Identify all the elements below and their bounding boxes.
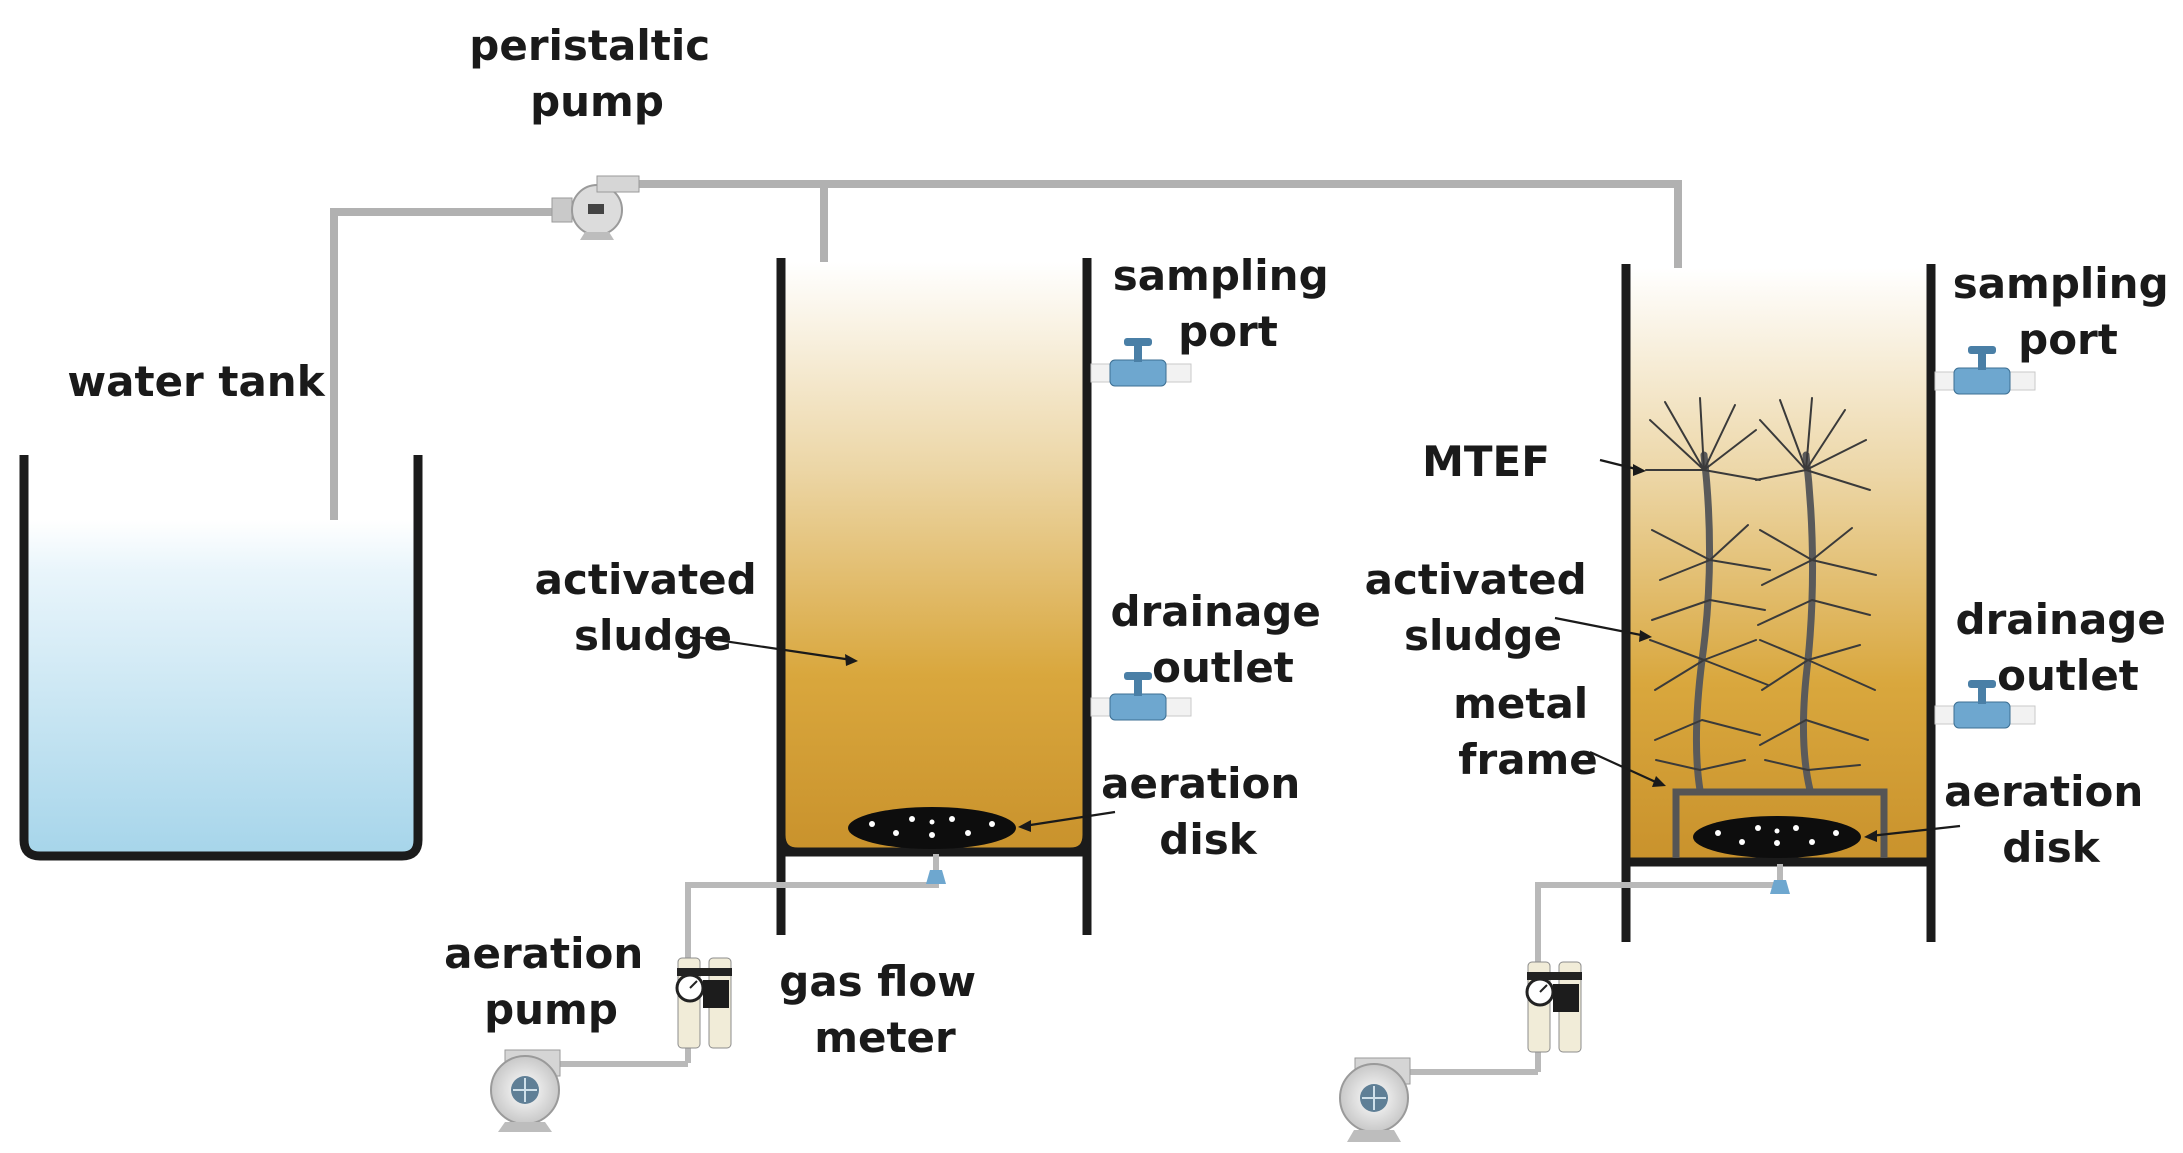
label-peristaltic-pump-line-1: peristaltic xyxy=(469,21,710,70)
label-gas-flow-meter: gas flow meter xyxy=(779,957,990,1062)
feed-pipe-main xyxy=(630,180,1682,290)
label-gas-flow-meter-line-1: gas flow xyxy=(779,957,976,1006)
label-aeration-disk-2-line-1: aeration xyxy=(1944,767,2143,816)
label-aeration-pump-line-1: aeration xyxy=(444,929,643,978)
label-sampling-port-2-line-2: port xyxy=(2018,315,2118,364)
feed-pipe-tank-to-pump xyxy=(330,208,560,523)
aeration-disk-2-icon xyxy=(1693,816,1861,858)
label-drainage-outlet-2-line-1: drainage xyxy=(1956,595,2166,644)
gas-flow-meter-2-icon xyxy=(1525,961,1582,1053)
label-aeration-pump: aeration pump xyxy=(444,929,658,1034)
mtef-fiber-bundle xyxy=(1645,397,1877,794)
drainage-outlet-1-valve-icon xyxy=(1090,672,1192,721)
label-sampling-port-1-line-2: port xyxy=(1178,307,1278,356)
label-drainage-outlet-2: drainage outlet xyxy=(1956,595,2181,700)
reactor-1 xyxy=(776,258,1092,935)
label-activated-sludge-1-line-2: sludge xyxy=(574,611,732,660)
label-aeration-disk-1-line-1: aeration xyxy=(1101,759,1300,808)
label-activated-sludge-1-line-1: activated xyxy=(535,555,757,604)
air-nozzle-2-icon xyxy=(1770,880,1790,894)
label-peristaltic-pump-line-2: pump xyxy=(530,77,664,126)
label-aeration-disk-2: aeration disk xyxy=(1944,767,2158,872)
sampling-port-1-valve-icon xyxy=(1090,338,1192,387)
air-nozzle-1-icon xyxy=(926,870,946,884)
sampling-port-2-valve-icon xyxy=(1934,346,2036,395)
gas-flow-meter-1-icon xyxy=(675,957,732,1049)
label-aeration-disk-2-line-2: disk xyxy=(2002,823,2100,872)
label-peristaltic-pump: peristaltic pump xyxy=(469,21,724,126)
label-aeration-disk-1-line-2: disk xyxy=(1159,815,1257,864)
label-activated-sludge-2: activated sludge xyxy=(1365,555,1602,660)
reactor-2 xyxy=(1621,264,1936,942)
drainage-outlet-2-valve-icon xyxy=(1934,680,2036,729)
water-tank xyxy=(19,455,423,861)
label-drainage-outlet-1-line-2: outlet xyxy=(1152,643,1294,692)
label-activated-sludge-2-line-2: sludge xyxy=(1404,611,1562,660)
label-aeration-disk-1: aeration disk xyxy=(1101,759,1315,864)
label-activated-sludge-2-line-1: activated xyxy=(1365,555,1587,604)
label-drainage-outlet-1: drainage outlet xyxy=(1111,587,1336,692)
label-drainage-outlet-1-line-1: drainage xyxy=(1111,587,1321,636)
label-metal-frame: metal frame xyxy=(1453,679,1603,784)
aeration-disk-1-icon xyxy=(848,807,1016,849)
label-sampling-port-2-line-1: sampling xyxy=(1953,259,2169,308)
aeration-pump-2-icon xyxy=(1339,1057,1411,1142)
leader-arrows xyxy=(689,458,1961,842)
label-gas-flow-meter-line-2: meter xyxy=(814,1013,956,1062)
peristaltic-pump-icon xyxy=(551,175,640,240)
label-drainage-outlet-2-line-2: outlet xyxy=(1997,651,2139,700)
label-mtef: MTEF xyxy=(1422,437,1550,486)
aeration-pump-1-icon xyxy=(490,1049,561,1132)
label-aeration-pump-line-2: pump xyxy=(484,985,618,1034)
label-metal-frame-line-2: frame xyxy=(1458,735,1598,784)
metal-frame-icon xyxy=(1672,788,1888,858)
label-sampling-port-1-line-1: sampling xyxy=(1113,251,1329,300)
label-water-tank: water tank xyxy=(67,357,325,406)
label-sampling-port-2: sampling port xyxy=(1953,259,2183,364)
label-metal-frame-line-1: metal xyxy=(1453,679,1588,728)
label-sampling-port-1: sampling port xyxy=(1113,251,1344,356)
label-activated-sludge-1: activated sludge xyxy=(535,555,772,660)
